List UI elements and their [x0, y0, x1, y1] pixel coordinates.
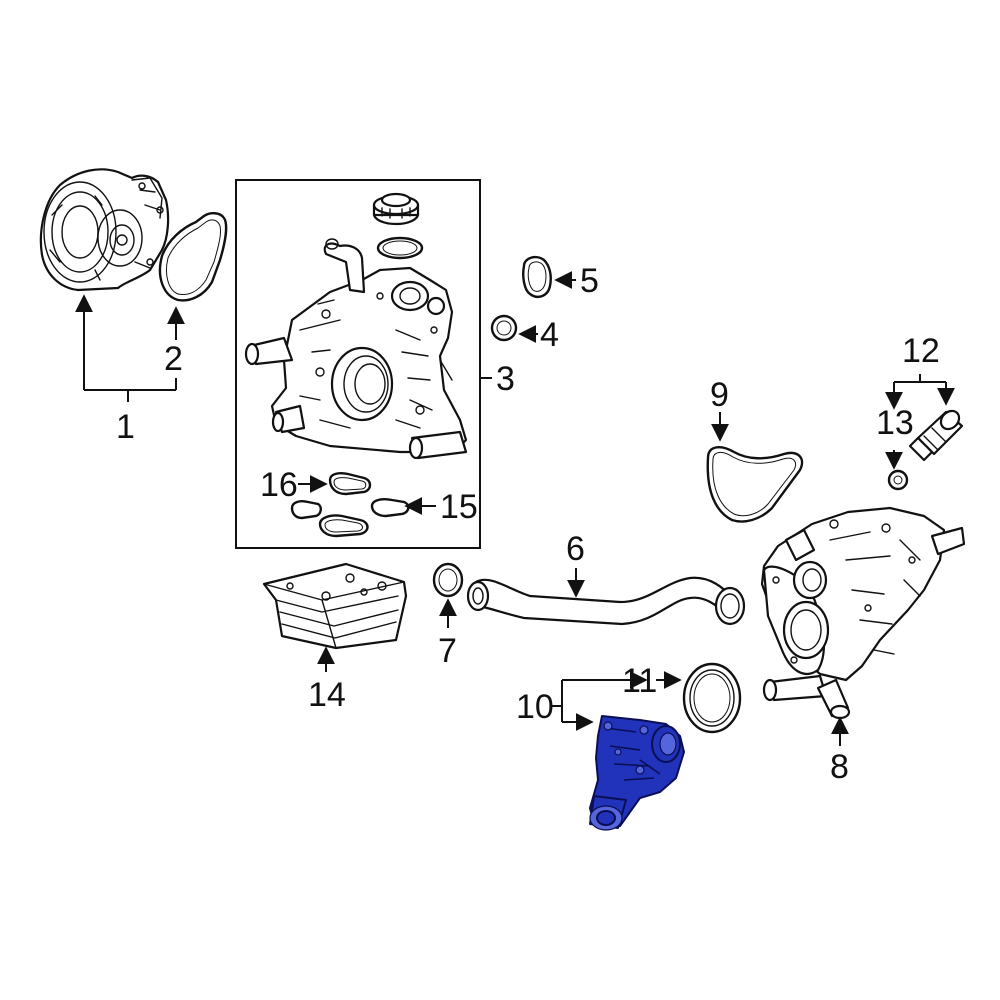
leader-10-11	[552, 671, 682, 731]
part-10-thermostat[interactable]	[589, 715, 685, 831]
part-7-oring[interactable]	[432, 562, 464, 598]
part-3-cap-oring[interactable]	[376, 236, 424, 260]
callout-10: 10	[516, 688, 554, 726]
leader-1-2	[75, 294, 185, 402]
callout-2: 2	[164, 340, 183, 378]
callout-7: 7	[438, 632, 457, 670]
part-15-gasket-c[interactable]	[318, 514, 369, 538]
part-2-pump-gasket[interactable]	[158, 212, 228, 302]
part-14-oil-cooler[interactable]	[262, 562, 408, 650]
part-3-assembly-box	[235, 179, 481, 549]
part-8-water-outlet-housing[interactable]	[760, 506, 966, 720]
part-15-gasket-b[interactable]	[290, 500, 322, 520]
callout-6: 6	[566, 530, 585, 568]
callout-5: 5	[580, 262, 599, 300]
callout-12: 12	[902, 332, 940, 370]
part-11-thermostat-seal[interactable]	[682, 662, 742, 734]
callout-8: 8	[830, 748, 849, 786]
part-3-cap[interactable]	[372, 192, 420, 226]
part-1-water-pump[interactable]	[39, 168, 170, 292]
part-9-gasket[interactable]	[706, 446, 804, 523]
callout-4: 4	[540, 316, 559, 354]
part-13-washer[interactable]	[887, 469, 909, 491]
callout-9: 9	[710, 376, 729, 414]
callout-3: 3	[496, 360, 515, 398]
part-15-gasket-a[interactable]	[370, 498, 410, 518]
callout-16: 16	[260, 466, 298, 504]
callout-14: 14	[308, 676, 346, 714]
part-4-oring[interactable]	[490, 314, 518, 342]
callout-1: 1	[116, 408, 135, 446]
callout-15: 15	[440, 488, 478, 526]
callout-13: 13	[876, 404, 914, 442]
part-5-gasket[interactable]	[522, 255, 552, 298]
callout-11: 11	[622, 662, 657, 700]
part-16-gasket[interactable]	[328, 472, 372, 496]
part-3-thermostat-housing[interactable]	[244, 238, 468, 460]
part-12-temp-sensor[interactable]	[908, 407, 964, 462]
leader-12-13	[885, 374, 955, 470]
part-6-coolant-pipe[interactable]	[466, 576, 746, 626]
